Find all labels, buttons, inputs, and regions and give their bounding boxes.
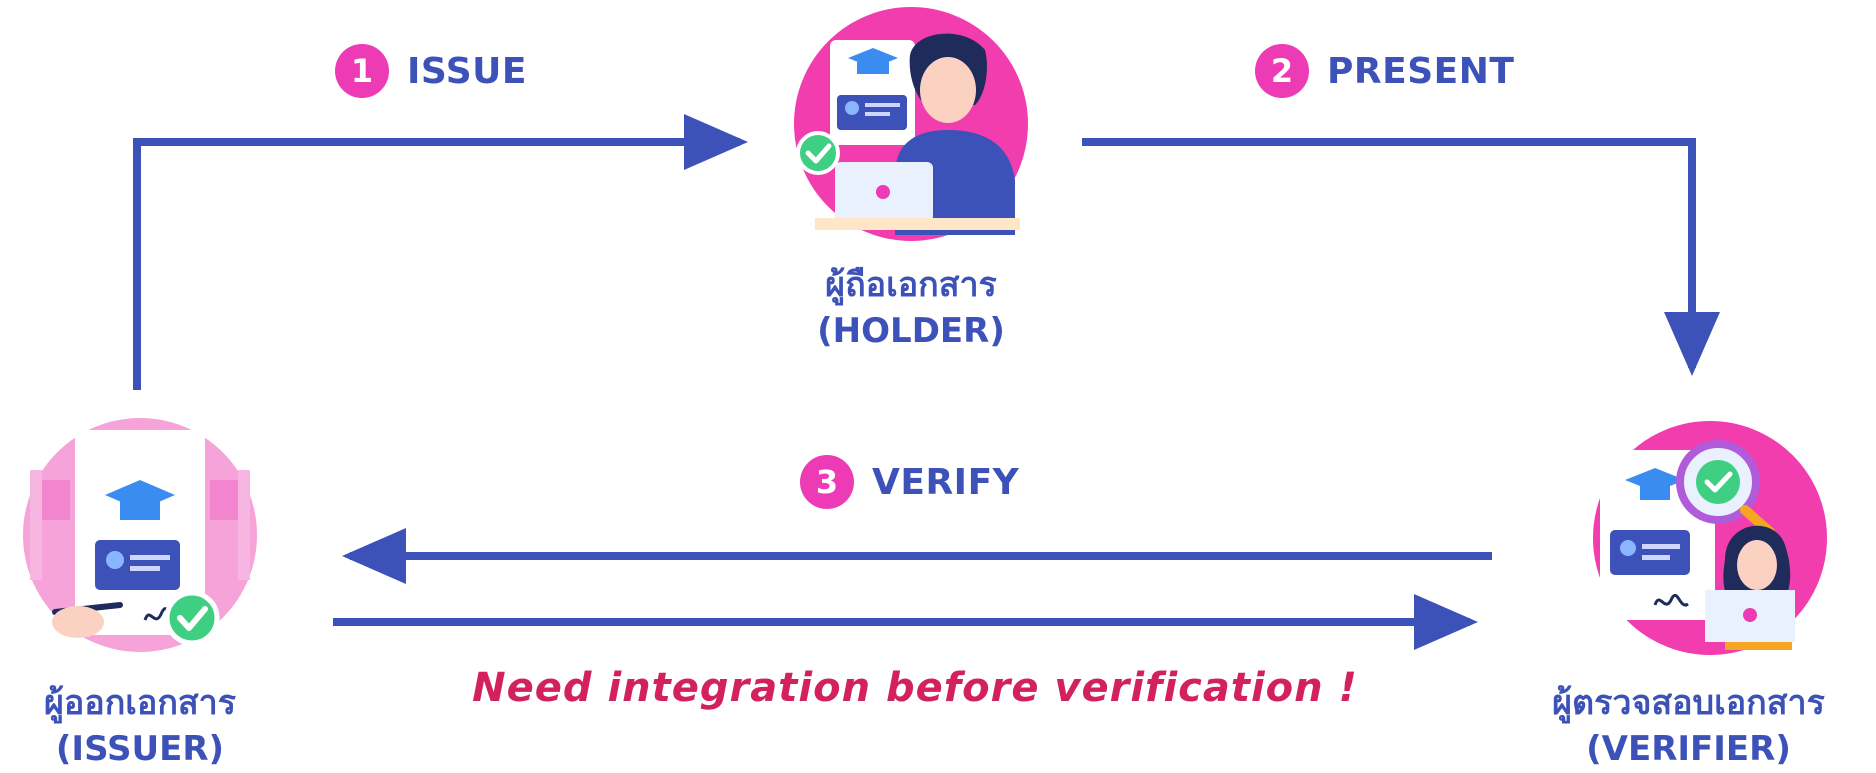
step-verify: 3 VERIFY [800,455,1019,509]
issuer-label: ผู้ออกเอกสาร (ISSUER) [0,680,280,772]
verifier-label: ผู้ตรวจสอบเอกสาร (VERIFIER) [1506,680,1871,772]
step-issue: 1 ISSUE [335,44,527,98]
verifier-label-english: (VERIFIER) [1586,729,1791,769]
step-label: VERIFY [872,461,1020,503]
holder-illustration [788,1,1034,247]
holder-label-thai: ผู้ถือเอกสาร [825,265,997,305]
integration-note: Need integration before verification ! [472,665,1358,711]
verifier-illustration [1587,415,1833,661]
step-number-badge: 1 [335,44,389,98]
holder-label-english: (HOLDER) [817,311,1005,351]
verifier-label-thai: ผู้ตรวจสอบเอกสาร [1552,683,1825,723]
holder-label: ผู้ถือเอกสาร (HOLDER) [756,262,1066,354]
step-number-badge: 3 [800,455,854,509]
issuer-label-thai: ผู้ออกเอกสาร [43,683,237,723]
issuer-label-english: (ISSUER) [55,729,225,769]
step-label: PRESENT [1327,50,1515,92]
present-arrow [1082,138,1720,376]
issue-arrow [133,114,748,390]
issuer-illustration [17,412,263,658]
step-number-badge: 2 [1255,44,1309,98]
step-present: 2 PRESENT [1255,44,1514,98]
step-label: ISSUE [407,50,527,92]
